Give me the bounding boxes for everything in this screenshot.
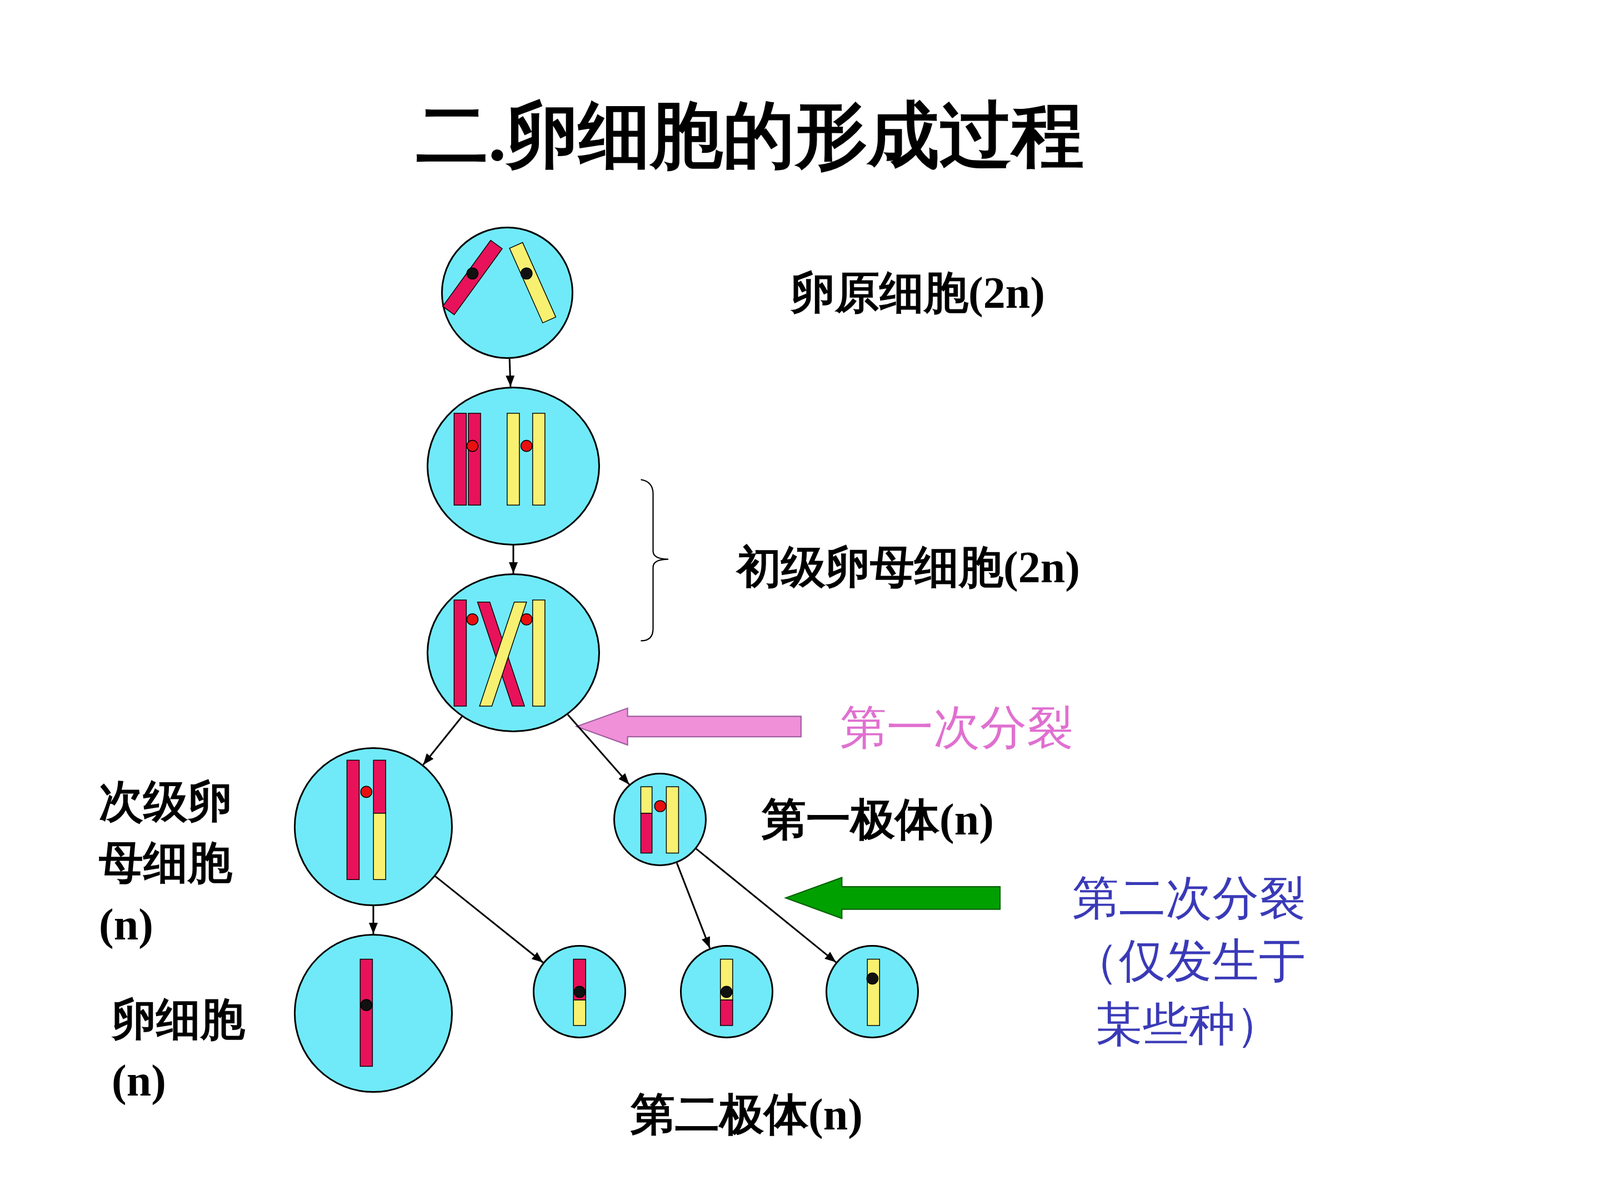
centromere (654, 800, 666, 812)
annotation-label: 第二极体(n) (630, 1085, 863, 1144)
chromatid (453, 600, 467, 707)
connector-line (509, 358, 511, 387)
diagram-title: 二.卵细胞的形成过程 (416, 88, 1085, 183)
centromere (573, 986, 585, 998)
connector (513, 545, 514, 574)
connector (696, 848, 837, 963)
cell-circle (680, 945, 774, 1039)
centromere (521, 613, 533, 625)
connector (509, 358, 511, 387)
chromatid (453, 413, 467, 505)
chromosome (360, 959, 373, 1067)
cell-circle: 次级卵 母细胞 (n) (293, 747, 453, 907)
connector (676, 862, 710, 948)
chromosome (720, 1000, 733, 1026)
chromatid (640, 813, 652, 854)
chromatid (666, 786, 679, 853)
pointer-arrow (785, 877, 1000, 919)
chromatid (479, 602, 527, 707)
cell-circle (532, 945, 627, 1039)
connector-line (696, 848, 837, 963)
chromosomes (346, 240, 880, 1067)
pointer-arrow (576, 708, 802, 745)
annotation-label: 第二次分裂 （仅发生于 某些种） (1044, 866, 1334, 1056)
connector-line (372, 906, 375, 934)
chromatid (468, 413, 481, 505)
centromere (866, 972, 878, 984)
bracket (640, 479, 669, 641)
connector-line (567, 714, 630, 785)
chromosome (720, 959, 733, 1000)
chromatid (640, 786, 652, 814)
connector-line (512, 545, 515, 574)
cell-label: 卵细胞 (n) (111, 988, 257, 1112)
cell-circle (426, 386, 600, 546)
centromere (466, 267, 478, 279)
cell-label: 次级卵 母细胞 (n) (98, 771, 266, 955)
chromatid (373, 813, 386, 880)
cell-circle (825, 945, 919, 1039)
centromere (466, 613, 478, 625)
centromere (721, 986, 733, 998)
chromosome (509, 242, 556, 323)
chromosome (573, 1000, 586, 1026)
connector-line (676, 862, 710, 948)
centromere (360, 999, 372, 1011)
centromere (521, 440, 533, 452)
centromere (521, 267, 533, 279)
connector (435, 876, 544, 963)
chromosome (573, 959, 586, 1000)
chromosome (442, 240, 503, 315)
connector (567, 714, 630, 785)
chromatid (532, 413, 545, 505)
chromatid (507, 413, 520, 505)
centromere (466, 440, 478, 452)
cell-label: 卵原细胞(2n) (790, 263, 1045, 322)
chromatid (477, 602, 525, 707)
cell-circle: 卵细胞 (n) (293, 933, 453, 1093)
chromatid (373, 760, 386, 814)
connector-line (423, 716, 463, 765)
annotation-label: 初级卵母细胞(2n) (736, 538, 1080, 597)
chromatid (532, 600, 545, 707)
centromere (360, 786, 372, 798)
connector-line (435, 876, 544, 963)
cell-circle: 卵原细胞(2n) (441, 226, 574, 359)
connector (373, 906, 374, 934)
annotation-label: 第一次分裂 (840, 697, 1074, 758)
cell-circle (426, 573, 600, 733)
chromosome (867, 959, 880, 1026)
chromatid (346, 760, 359, 880)
cell-circle: 第一极体(n) (613, 772, 707, 867)
cell-label: 第一极体(n) (761, 790, 994, 849)
connector (423, 716, 463, 765)
